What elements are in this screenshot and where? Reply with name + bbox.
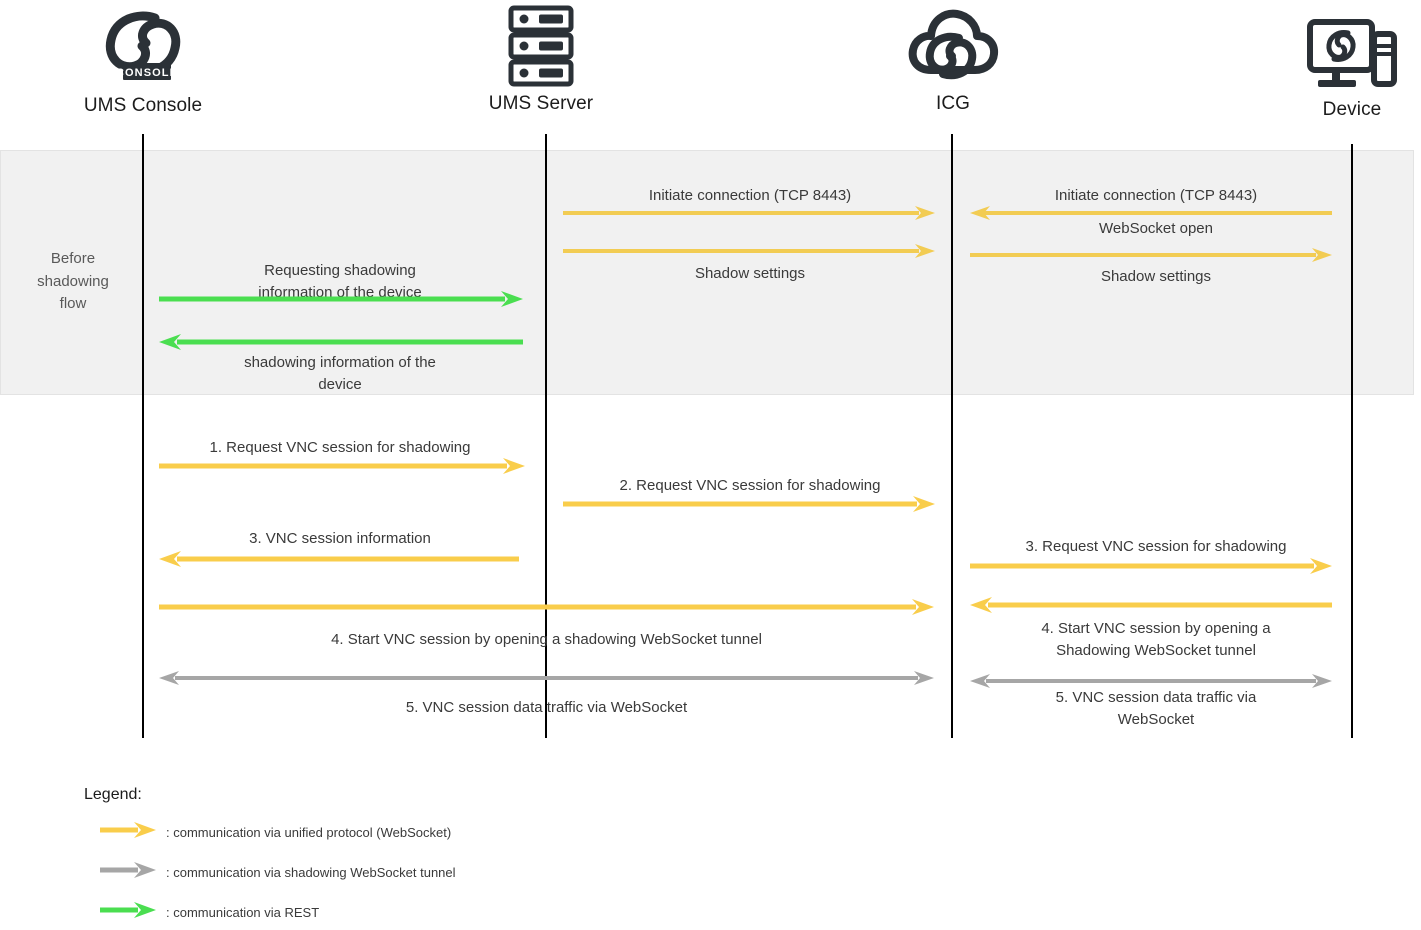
- lifeline-ums-console: [142, 134, 144, 738]
- message-arrow-m1: [563, 205, 935, 221]
- message-label-m1: Initiate connection (TCP 8443): [648, 187, 852, 204]
- message-arrow-s5a: [159, 670, 934, 686]
- actor-label-ums-server: UMS Server: [488, 93, 594, 114]
- message-label-m5: Shadow settings: [1100, 268, 1212, 285]
- actor-label-icg: ICG: [935, 93, 971, 114]
- message-label-s3b: 3. Request VNC session for shadowing: [1025, 538, 1287, 555]
- message-label-s5a: 5. VNC session data traffic via WebSocke…: [405, 699, 688, 716]
- message-arrow-s2: [563, 496, 935, 512]
- before-shadowing-band: [0, 150, 1414, 395]
- message-label-s4a: 4. Start VNC session by opening a shadow…: [331, 631, 762, 648]
- legend-label-unified-protocol: : communication via unified protocol (We…: [166, 825, 452, 840]
- actor-icg: ICG: [872, 4, 1034, 115]
- message-label-m4: Shadow settings: [694, 265, 806, 282]
- actor-label-device: Device: [1322, 99, 1382, 120]
- message-arrow-s5b: [970, 673, 1332, 689]
- message-arrow-s3a: [159, 551, 519, 567]
- svg-text:CONSOLE: CONSOLE: [116, 67, 178, 79]
- message-arrow-m6: [159, 291, 523, 307]
- actor-device: Device: [1271, 14, 1421, 121]
- message-label-m3: WebSocket open: [1099, 220, 1213, 237]
- message-label-s3a: 3. VNC session information: [249, 530, 431, 547]
- band-label: Before shadowing flow: [37, 250, 109, 312]
- arrow-right-green-icon: [100, 902, 156, 923]
- lifeline-icg: [951, 134, 953, 738]
- message-arrow-s4a: [159, 599, 934, 615]
- cloud-gateway-icon: [872, 4, 1034, 93]
- legend-item-shadow-tunnel: : communication via shadowing WebSocket …: [100, 862, 456, 883]
- message-arrow-s3b: [970, 558, 1332, 574]
- actor-ums-server: UMS Server: [460, 4, 622, 115]
- lifeline-ums-server: [545, 134, 547, 738]
- message-arrow-s1: [159, 458, 525, 474]
- arrow-right-yellow-icon: [100, 822, 156, 843]
- legend-item-unified-protocol: : communication via unified protocol (We…: [100, 822, 451, 843]
- message-arrow-m7: [159, 334, 523, 350]
- message-label-s1: 1. Request VNC session for shadowing: [209, 439, 471, 456]
- legend-title: Legend:: [84, 786, 142, 803]
- lifeline-device: [1351, 144, 1353, 738]
- desktop-device-icon: [1271, 14, 1421, 99]
- legend-item-rest: : communication via REST: [100, 902, 319, 923]
- message-label-s2: 2. Request VNC session for shadowing: [619, 477, 881, 494]
- legend-label-shadow-tunnel: : communication via shadowing WebSocket …: [166, 865, 456, 880]
- message-label-m7: shadowing information of the device: [244, 354, 436, 393]
- message-label-s5b: 5. VNC session data traffic via WebSocke…: [1055, 689, 1257, 728]
- message-arrow-s4b: [970, 597, 1332, 613]
- server-rack-icon: [460, 4, 622, 93]
- arrow-right-gray-icon: [100, 862, 156, 883]
- message-label-s4b: 4. Start VNC session by opening a Shadow…: [1041, 620, 1271, 659]
- message-label-m2: Initiate connection (TCP 8443): [1054, 187, 1258, 204]
- message-arrow-m4: [563, 243, 935, 259]
- actor-ums-console: CONSOLE UMS Console: [62, 6, 224, 117]
- legend-label-rest: : communication via REST: [166, 905, 320, 920]
- message-arrow-m3: [970, 247, 1332, 263]
- ums-console-logo-icon: CONSOLE: [62, 6, 224, 95]
- message-arrow-m2: [970, 205, 1332, 221]
- actor-label-ums-console: UMS Console: [83, 95, 203, 116]
